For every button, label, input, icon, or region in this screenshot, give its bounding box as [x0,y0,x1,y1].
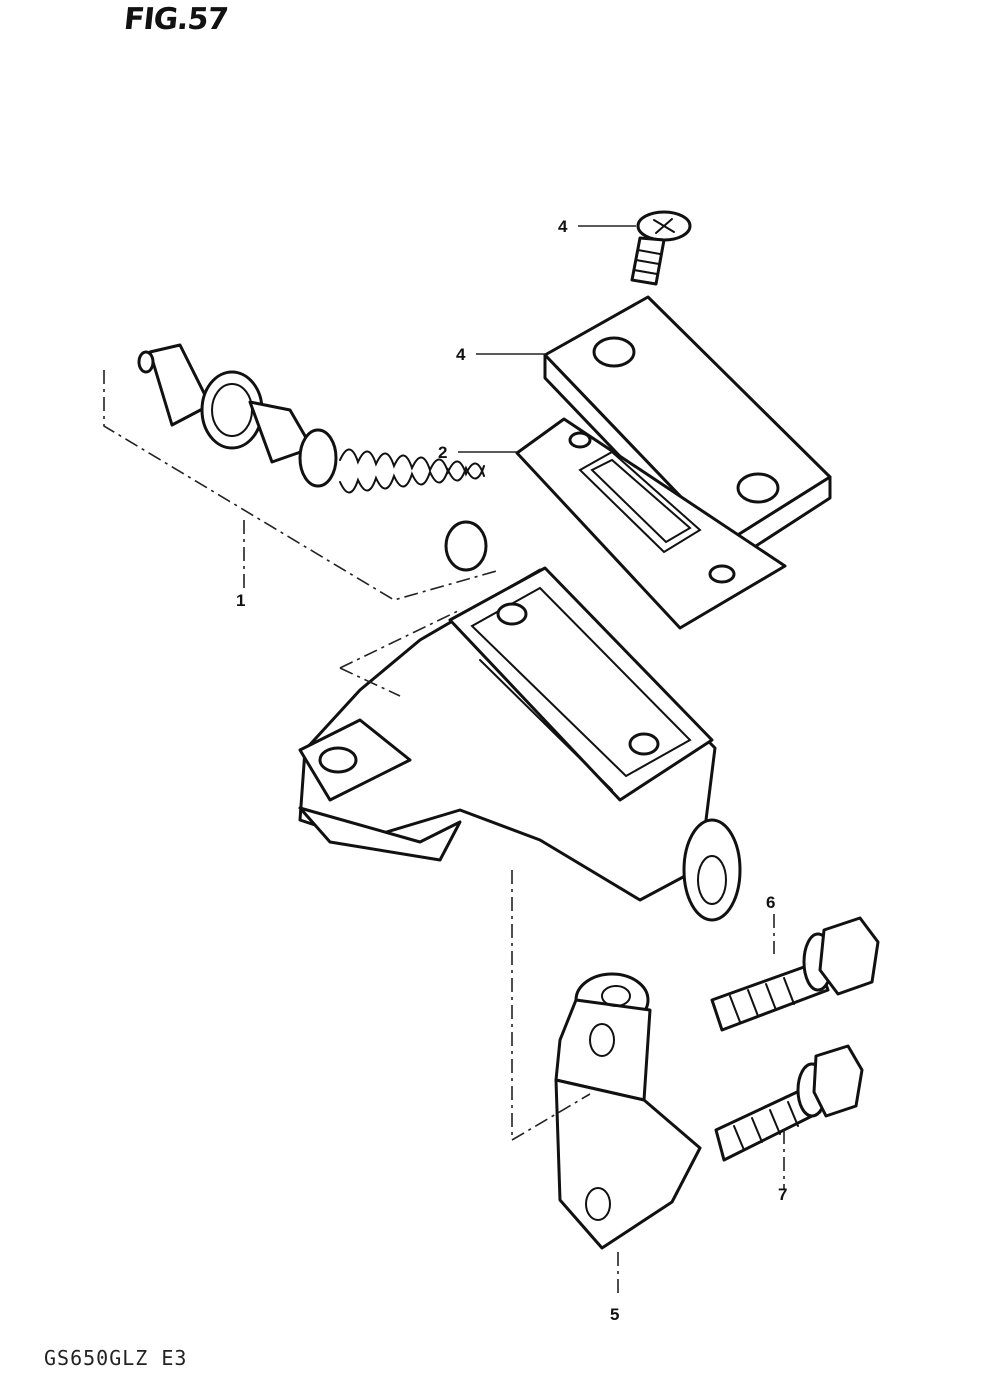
screw-part-4[interactable] [630,210,692,286]
master-cylinder-body[interactable] [298,566,742,922]
leader-bracket-1 [103,370,501,601]
callout-3: 4 [456,345,466,364]
diaphragm-part-2[interactable] [515,417,787,630]
callout-5: 5 [610,1305,619,1324]
bolt-part-7[interactable] [714,1044,864,1162]
callout-6: 6 [766,893,775,912]
callout-4: 4 [558,217,568,236]
assembly-guide-b [339,667,401,697]
callout-1: 1 [236,591,245,610]
model-code: GS650GLZ E3 [44,1346,188,1370]
callout-7: 7 [778,1185,787,1204]
piston-assembly-part-1[interactable] [137,343,488,572]
hex-bolt-part-6[interactable] [710,916,880,1032]
clamp-part-5[interactable] [554,972,702,1250]
callout-2: 2 [438,443,447,462]
assembly-guide-a [339,609,461,669]
clamp-guide-line [511,870,591,1142]
reservoir-cap-part-3[interactable] [543,295,832,568]
